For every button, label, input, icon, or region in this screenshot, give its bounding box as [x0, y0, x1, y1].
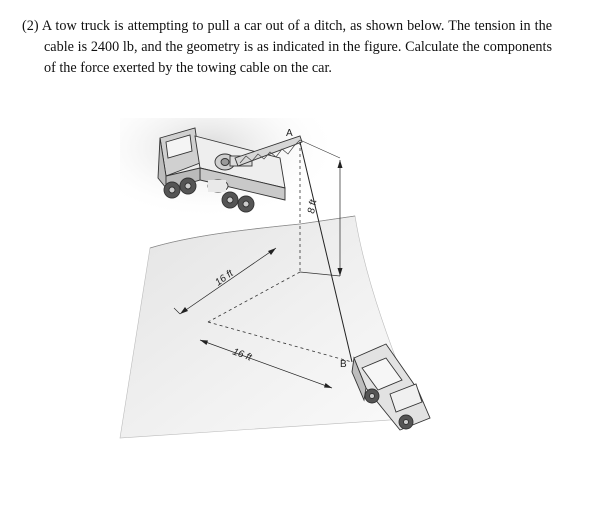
problem-statement: (2) A tow truck is attempting to pull a … — [22, 16, 552, 79]
dim-left-arrow-start — [180, 307, 188, 314]
dim-left-arrow-end — [268, 248, 276, 255]
dim-bottom-arrow-end — [324, 383, 332, 388]
dim-vertical-arrow-bottom — [337, 268, 343, 276]
car — [351, 343, 431, 431]
tow-truck — [157, 127, 303, 213]
dashed-line-bottom — [207, 321, 353, 363]
towing-cable — [299, 141, 353, 363]
dim-left-line — [179, 247, 277, 315]
ground-link-line — [299, 271, 341, 277]
dim-bottom-line — [199, 339, 333, 389]
dim-vertical-arrow-top — [337, 160, 343, 168]
leader-line-top — [299, 139, 341, 159]
label-point-a: A — [286, 128, 293, 139]
dim-left-tick — [173, 307, 181, 315]
ditch-edge — [149, 215, 356, 249]
label-point-b: B — [340, 359, 347, 370]
dim-bottom-arrow-start — [200, 340, 208, 345]
problem-text: A tow truck is attempting to pull a car … — [41, 18, 553, 76]
label-dim-vertical: 8 ft — [306, 198, 319, 215]
problem-number: (2) — [22, 18, 39, 34]
tow-truck-figure: A B 8 ft 16 ft 16 ft — [100, 118, 470, 448]
ditch-ground — [119, 215, 421, 439]
